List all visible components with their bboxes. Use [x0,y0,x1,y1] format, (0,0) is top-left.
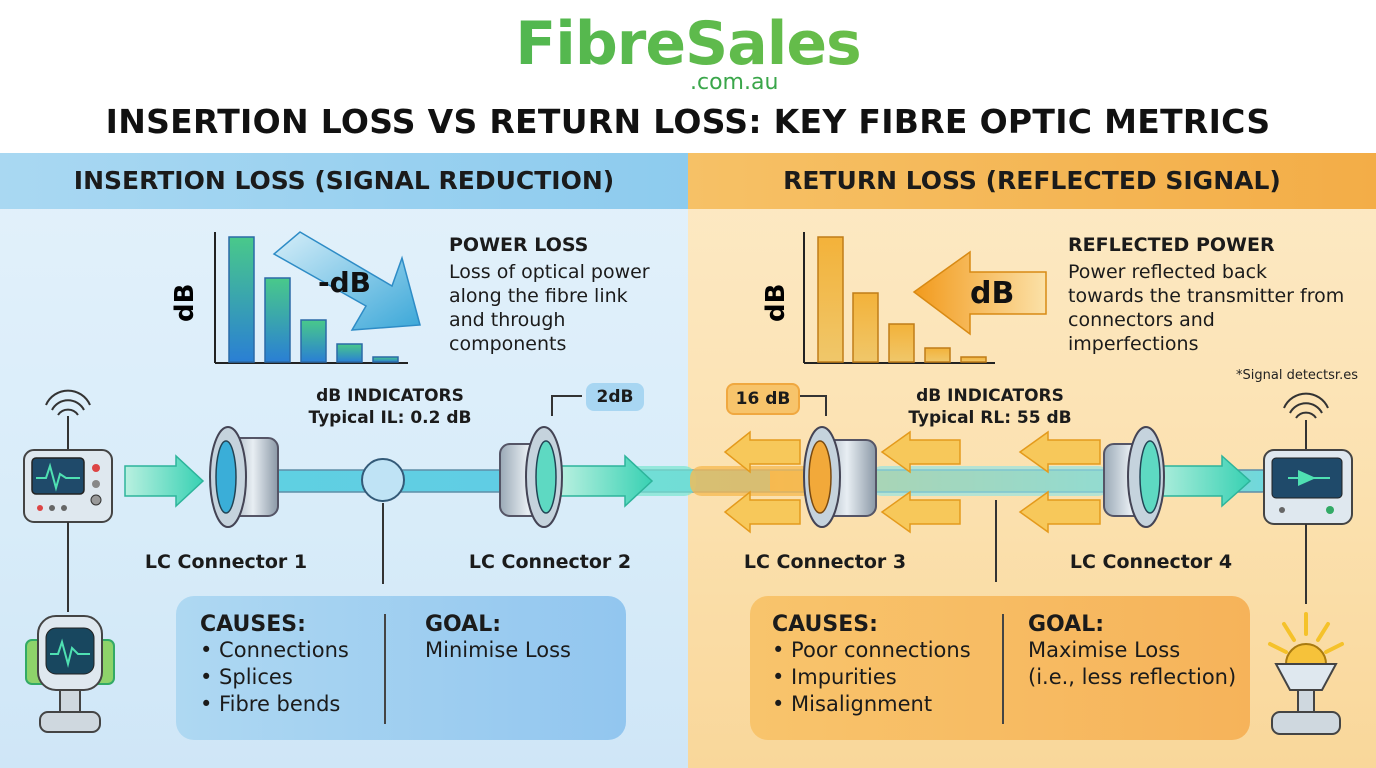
power-loss-description: Loss of optical power along the fibre li… [449,260,650,356]
description-line: along the fibre link [449,285,628,307]
goal-text: Minimise Loss [425,638,571,662]
logo-wordmark: FibreSales [0,8,1376,80]
rl-causes: CAUSES: • Poor connections • Impurities … [772,612,971,718]
cause-item: • Poor connections [772,638,971,662]
right-transceiver-icon [1263,392,1353,604]
connector-2-label: LC Connector 2 [468,551,632,573]
description-line: components [449,333,567,355]
loss-arrow-label: -dB [318,266,372,299]
power-meter-icon [25,615,115,733]
return-loss-summary-card [750,596,1250,740]
bar-5 [372,356,399,363]
indicators-value: Typical IL: 0.2 dB [308,408,472,428]
cause-item: • Connections [200,638,349,662]
chart-y-axis-label: dB [761,283,791,322]
logo-domain: .com.au [690,70,779,95]
goal-text: Maximise Loss [1028,638,1181,662]
description-line: towards the transmitter from [1068,285,1345,307]
connector-1-label: LC Connector 1 [144,551,308,573]
power-loss-title: POWER LOSS [449,234,589,256]
card-divider [384,614,386,724]
card-divider [1002,614,1004,724]
reflected-power-title: REFLECTED POWER [1068,234,1275,256]
return-loss-header-band [688,153,1376,209]
bar-2 [264,277,291,363]
description-line: connectors and [1068,309,1215,331]
cause-item: • Splices [200,665,293,689]
chart-y-axis-label: dB [170,283,200,322]
insertion-loss-header-band [0,153,688,209]
insertion-loss-summary-card [176,596,626,740]
indicators-value: Typical RL: 55 dB [908,408,1072,428]
cause-item: • Impurities [772,665,897,689]
bar-1 [228,236,255,363]
lc-connector-2-icon [499,426,563,528]
reflection-arrow-label: dB [970,276,1015,311]
rl-goal: GOAL: Maximise Loss (i.e., less reflecti… [1028,612,1236,691]
page-title: INSERTION LOSS VS RETURN LOSS: KEY FIBRE… [105,102,1271,141]
causes-title: CAUSES: [200,612,306,637]
description-line: Loss of optical power [449,261,650,283]
reflection-detector-lamp-icon [1268,612,1344,735]
il-indicators: dB INDICATORS Typical IL: 0.2 dB [290,385,490,429]
lc-connector-4-icon [1103,426,1165,528]
lc-connector-1-icon [209,426,279,528]
il-db-badge: 2dB [586,383,644,411]
goal-text: (i.e., less reflection) [1028,665,1237,689]
insertion-loss-heading: INSERTION LOSS (SIGNAL REDUCTION) [73,166,615,195]
footnote: *Signal detectsr.es [1236,368,1358,383]
input-signal-arrow-icon [124,454,205,508]
output-signal-arrow-icon [559,454,654,508]
return-loss-heading: RETURN LOSS (REFLECTED SIGNAL) [783,166,1281,195]
connector-3-label: LC Connector 3 [743,551,907,573]
lc-connector-3-icon [803,426,877,528]
indicators-title: dB INDICATORS [316,386,464,406]
bar-3 [300,319,327,363]
cause-item: • Fibre bends [200,692,341,716]
description-line: and through [449,309,566,331]
splice-point-icon [361,458,405,502]
description-line: imperfections [1068,333,1199,355]
reflected-power-description: Power reflected back towards the transmi… [1068,260,1344,356]
indicators-title: dB INDICATORS [916,386,1064,406]
reflection-left-arrow-icon [912,250,1047,336]
bar-4 [336,343,363,363]
left-test-device-icon [23,389,113,612]
rl-indicators: dB INDICATORS Typical RL: 55 dB [890,385,1090,429]
il-causes: CAUSES: • Connections • Splices • Fibre … [200,612,349,718]
insertion-loss-bar-chart [214,231,421,364]
cause-item: • Misalignment [772,692,933,716]
goal-title: GOAL: [1028,612,1105,637]
rl-db-badge: 16 dB [726,383,800,415]
loss-down-arrow-icon [272,231,421,331]
goal-title: GOAL: [425,612,502,637]
return-loss-bar-chart [803,232,1047,364]
il-goal: GOAL: Minimise Loss [425,612,571,664]
causes-title: CAUSES: [772,612,878,637]
transmit-arrow-icon [1149,454,1252,508]
description-line: Power reflected back [1068,261,1268,283]
connector-4-label: LC Connector 4 [1069,551,1233,573]
reflected-signal-arrows [723,430,1101,534]
